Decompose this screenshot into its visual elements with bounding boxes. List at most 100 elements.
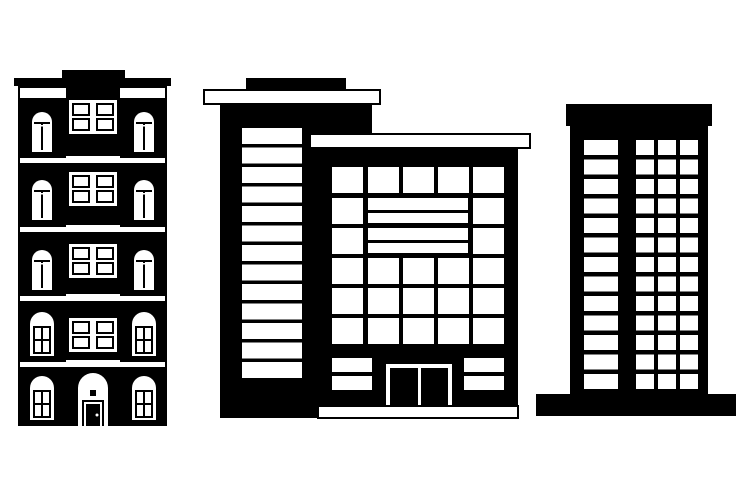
tower-stripe xyxy=(242,147,302,164)
tower-right-window xyxy=(636,335,654,350)
office-window xyxy=(403,258,434,284)
tower-right-window xyxy=(658,354,676,370)
apartment-building xyxy=(14,70,171,426)
office-window xyxy=(332,228,363,254)
tower-left-window xyxy=(584,179,618,194)
tower-right-window xyxy=(680,198,698,214)
office-roof-cap xyxy=(246,78,346,90)
tower-stripe xyxy=(242,186,302,203)
tower-stripe xyxy=(242,225,302,242)
tower-right-window xyxy=(636,237,654,253)
office-window xyxy=(438,258,469,284)
tower-windows xyxy=(584,140,698,389)
office-window xyxy=(332,167,363,193)
tower-right-window xyxy=(658,140,676,155)
tower-stripe xyxy=(242,264,302,281)
tower-right-window xyxy=(636,296,654,311)
tower-right-window xyxy=(658,335,676,350)
office-window xyxy=(332,198,363,224)
floor-band xyxy=(20,227,165,232)
tower-right-window xyxy=(680,159,698,175)
tower-right-window xyxy=(636,276,654,292)
tower-left-window xyxy=(584,335,618,350)
tower-stripe xyxy=(242,362,302,378)
office-window xyxy=(473,258,504,284)
tower-right-window xyxy=(658,237,676,253)
floor-band-trim xyxy=(66,294,120,297)
tower-stripe xyxy=(242,323,302,339)
tower-right-window xyxy=(658,218,676,233)
office-window xyxy=(403,288,434,314)
office-window xyxy=(368,318,399,344)
office-banner xyxy=(368,198,468,253)
tower-right-window xyxy=(680,276,698,292)
tower-right-window xyxy=(636,179,654,194)
apartment-door xyxy=(78,373,108,426)
tower-right-window xyxy=(680,237,698,253)
floor-band-trim xyxy=(66,156,120,159)
tower-left-window xyxy=(584,237,618,253)
office-window-grid xyxy=(332,167,504,344)
tower-right-window xyxy=(680,374,698,389)
apartment-windows xyxy=(30,100,156,420)
tower-left-window xyxy=(584,315,618,331)
tower-left-window xyxy=(584,276,618,292)
tower-stripe xyxy=(242,303,302,320)
floor-band xyxy=(20,362,165,367)
office-tower-stripes xyxy=(242,128,302,378)
office-window xyxy=(332,288,363,314)
office-window xyxy=(403,318,434,344)
tower-right-window xyxy=(636,218,654,233)
office-window xyxy=(438,167,469,193)
tower-block xyxy=(536,104,736,416)
tower-right-window xyxy=(658,159,676,175)
office-window xyxy=(332,258,363,284)
office-building xyxy=(203,78,531,419)
tower-left-window xyxy=(584,140,618,155)
tower-stripe xyxy=(242,245,302,261)
tower-right-window xyxy=(658,296,676,311)
tower-right-window xyxy=(636,257,654,272)
tower-right-window xyxy=(680,140,698,155)
tower-right-window xyxy=(680,315,698,331)
tower-stripe xyxy=(242,128,302,144)
tower-right-window xyxy=(636,198,654,214)
office-window xyxy=(368,288,399,314)
floor-band xyxy=(20,158,165,163)
office-window xyxy=(368,258,399,284)
tower-right-window xyxy=(636,140,654,155)
office-window xyxy=(438,318,469,344)
tower-left-window xyxy=(584,296,618,311)
office-window xyxy=(368,167,399,193)
floor-band-trim xyxy=(66,225,120,228)
tower-roof xyxy=(566,104,712,126)
tower-right-window xyxy=(680,354,698,370)
tower-left-window xyxy=(584,374,618,389)
tower-right-window xyxy=(636,315,654,331)
tower-stripe xyxy=(242,206,302,222)
tower-right-window xyxy=(658,179,676,194)
floor-band-trim xyxy=(66,360,120,363)
office-window xyxy=(473,198,504,224)
tower-left-window xyxy=(584,218,618,233)
floor-band xyxy=(20,296,165,301)
tower-right-window xyxy=(658,257,676,272)
tower-right-window xyxy=(658,315,676,331)
tower-right-window xyxy=(680,218,698,233)
office-window xyxy=(473,288,504,314)
office-window xyxy=(473,318,504,344)
tower-left-window xyxy=(584,354,618,370)
tower-right-window xyxy=(636,374,654,389)
apartment-floor-bands xyxy=(20,156,165,367)
tower-left-window xyxy=(584,159,618,175)
tower-right-window xyxy=(680,257,698,272)
office-window xyxy=(473,167,504,193)
tower-right-window xyxy=(636,159,654,175)
tower-right-window xyxy=(680,296,698,311)
tower-stripe xyxy=(242,167,302,183)
tower-right-window xyxy=(658,276,676,292)
apartment-roof-cap xyxy=(62,70,125,78)
office-window xyxy=(403,167,434,193)
office-entrance xyxy=(317,358,519,419)
